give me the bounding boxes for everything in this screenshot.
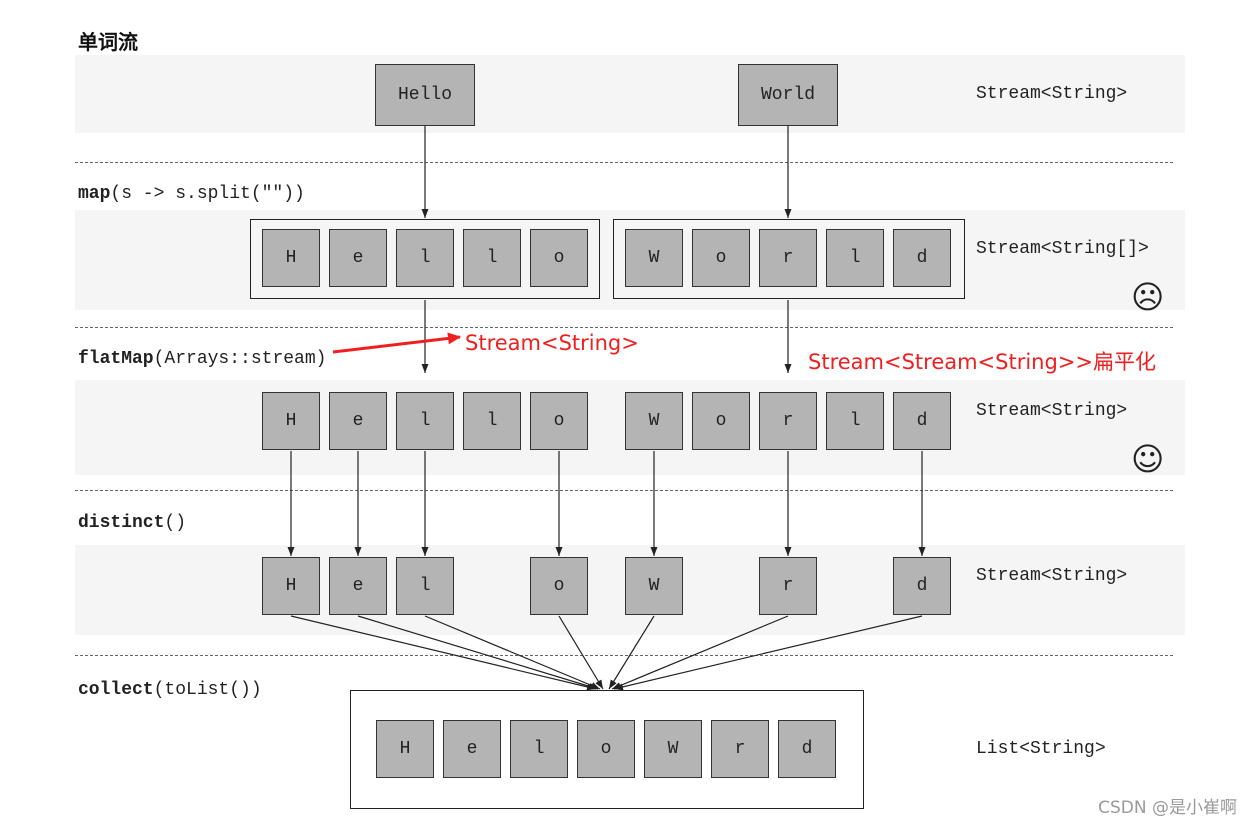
word-box-world: World [738,64,838,126]
method-name: distinct [78,513,165,533]
cell: l [463,229,521,287]
divider [75,327,1173,328]
cell: l [396,557,454,615]
cell: l [396,392,454,450]
diagram-heading: 单词流 [78,30,138,54]
cell: o [530,557,588,615]
divider [75,162,1173,163]
arrow [558,615,604,690]
stage-label-flatmap: flatMap(Arrays::stream) [78,349,326,369]
cell: l [510,720,568,778]
type-label-map: Stream<String[]> [976,239,1149,259]
cell: o [530,229,588,287]
cell: W [625,229,683,287]
cell: r [759,392,817,450]
cell: d [893,557,951,615]
cell: l [396,229,454,287]
cell: r [759,557,817,615]
cell: l [463,392,521,450]
cell: l [826,229,884,287]
cell: e [329,229,387,287]
method-name: collect [78,680,154,700]
cell: r [711,720,769,778]
cell: o [577,720,635,778]
happy-face-icon: ☺ [1131,440,1165,478]
cell: o [692,229,750,287]
divider [75,655,1173,656]
cell: d [893,392,951,450]
method-name: flatMap [78,349,154,369]
cell: H [376,720,434,778]
watermark: CSDN @是小崔啊 [1098,798,1237,818]
cell: o [692,392,750,450]
cell: W [644,720,702,778]
sad-face-icon: ☹ [1131,278,1165,316]
cell: d [778,720,836,778]
arrow [611,615,789,690]
cell: l [826,392,884,450]
type-label-flatmap: Stream<String> [976,401,1128,421]
stage-label-distinct: distinct() [78,513,186,533]
stage-label-collect: collect(toList()) [78,680,262,700]
cell: d [893,229,951,287]
method-args: (toList()) [153,680,262,700]
cell: H [262,229,320,287]
cell: e [443,720,501,778]
method-args: (s -> s.split("")) [110,184,305,204]
cell: W [625,557,683,615]
arrow [290,615,597,691]
method-args: (Arrays::stream) [153,349,327,369]
band-words [75,55,1185,133]
method-args: () [164,513,187,533]
arrow [608,615,655,690]
divider [75,490,1173,491]
annotation-arrow [332,332,461,354]
annotation-stream-stream: Stream<Stream<String>>扁平化 [808,350,1157,374]
stage-label-map: map(s -> s.split("")) [78,184,305,204]
arrow [613,615,923,691]
cell: o [530,392,588,450]
cell: H [262,557,320,615]
method-name: map [78,184,111,204]
cell: e [329,392,387,450]
word-box-hello: Hello [375,64,475,126]
annotation-stream-string: Stream<String> [465,331,639,355]
cell: e [329,557,387,615]
cell: W [625,392,683,450]
arrow [424,615,601,690]
cell: r [759,229,817,287]
type-label-collect: List<String> [976,739,1106,759]
type-label-words: Stream<String> [976,84,1128,104]
type-label-distinct: Stream<String> [976,566,1128,586]
cell: H [262,392,320,450]
arrow [357,615,599,690]
